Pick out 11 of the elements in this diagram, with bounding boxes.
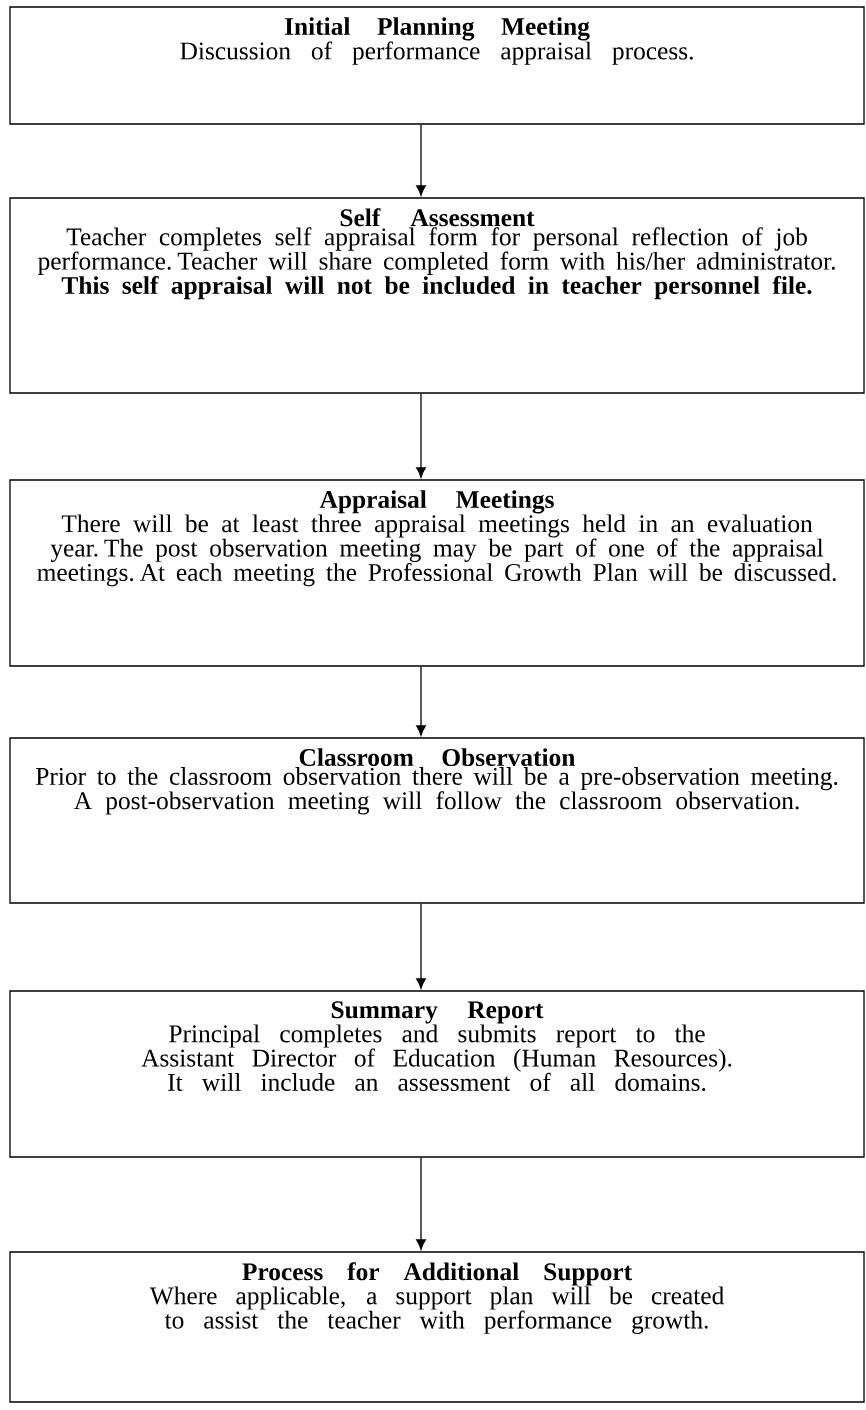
arrow [416, 124, 426, 196]
process-box: Appraisal Meetings There will be at least three appraisal meetings held in an evaluation year. The post observation meeting may be part of one of the appraisal meetings. At each meeting the Professional Growth Plan will be discussed. [9, 479, 865, 667]
arrow [416, 903, 426, 989]
process-box: Process for Additional Support Where applicable, a support plan will be created to assist the teacher with performance growth. [9, 1251, 865, 1403]
process-box: Initial Planning Meeting Discussion of performance appraisal process. [9, 6, 865, 125]
process-box: Classroom Observation Prior to the classroom observation there will be a pre-observation meeting. A post-observation meeting will follow the classroom observation. [9, 737, 865, 904]
arrow [416, 666, 426, 736]
arrow [416, 393, 426, 478]
process-box: Summary Report Principal completes and submits report to the Assistant Director of Education (Human Resources). It will include an assessment of all domains. [9, 990, 865, 1158]
arrow [416, 1157, 426, 1250]
process-box: Self Assessment Teacher completes self appraisal form for personal reflection of job performance. Teacher will share completed form with his/her administrator. This self appraisal will not be included in teacher personnel file. [9, 197, 865, 394]
